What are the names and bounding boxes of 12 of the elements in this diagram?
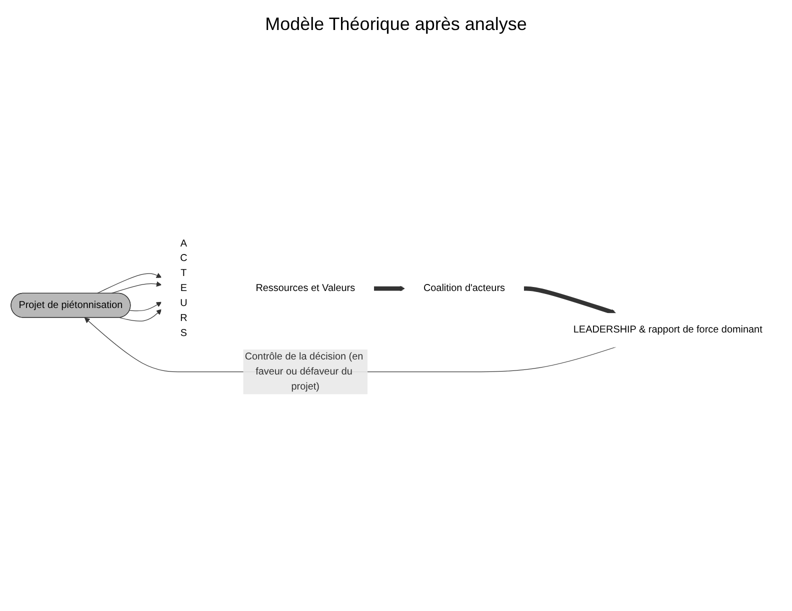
node-text: Ressources et Valeurs xyxy=(256,283,356,294)
diagram-title: Modèle Théorique après analyse xyxy=(264,14,528,35)
arrow xyxy=(96,273,162,294)
arrow xyxy=(110,282,162,294)
node-text: Coalition d'acteurs xyxy=(423,283,505,294)
node-text: LEADERSHIP & rapport de force dominant xyxy=(573,324,762,336)
node-text: A C T E U R S xyxy=(180,238,188,339)
arrow xyxy=(524,286,616,316)
arrow xyxy=(374,286,406,292)
arrow xyxy=(129,302,162,312)
arrow xyxy=(119,310,162,322)
edge-label: Contrôle de la décision (en faveur ou défaveur du projet) xyxy=(244,352,364,392)
